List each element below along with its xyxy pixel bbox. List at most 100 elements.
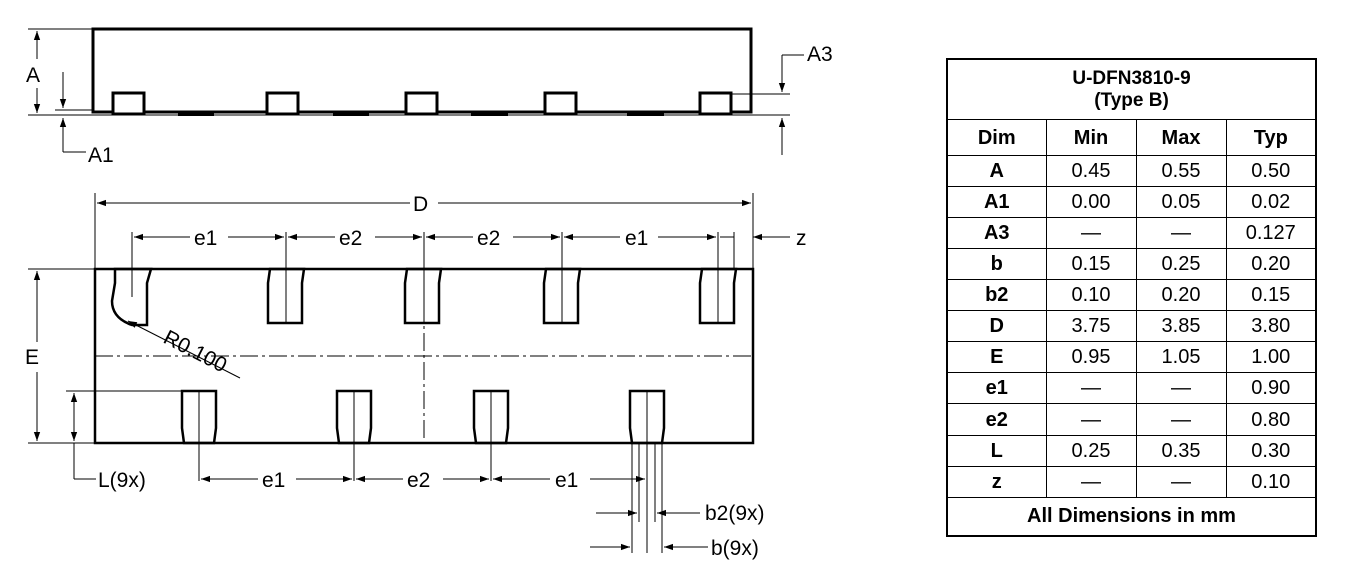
- max-cell: 0.55: [1135, 155, 1227, 188]
- typ-cell: 0.80: [1225, 403, 1317, 436]
- side-terminal: [265, 91, 300, 116]
- label-e1-bottom-right: e1: [555, 469, 578, 492]
- max-cell: 0.05: [1135, 186, 1227, 219]
- max-cell: —: [1135, 465, 1227, 498]
- typ-cell: 0.50: [1225, 155, 1317, 188]
- typ-cell: 0.90: [1225, 372, 1317, 405]
- header-max: Max: [1135, 119, 1227, 157]
- side-terminal: [111, 91, 146, 116]
- min-cell: 0.15: [1045, 248, 1137, 281]
- dim-cell: E: [946, 341, 1047, 374]
- table-title-row: U-DFN3810-9 (Type B): [946, 58, 1317, 121]
- table-row: A3——0.127: [946, 217, 1317, 250]
- dim-cell: z: [946, 465, 1047, 498]
- max-cell: 1.05: [1135, 341, 1227, 374]
- typ-cell: 0.10: [1225, 465, 1317, 498]
- label-radius: R0.100: [160, 326, 231, 377]
- max-cell: —: [1135, 372, 1227, 405]
- max-cell: 0.35: [1135, 434, 1227, 467]
- header-typ: Typ: [1225, 119, 1317, 157]
- bottom-pad-2: [335, 389, 373, 445]
- dim-cell: D: [946, 310, 1047, 343]
- min-cell: 0.95: [1045, 341, 1137, 374]
- bottom-pad-3: [472, 389, 510, 445]
- label-e1-top-right: e1: [625, 227, 648, 250]
- typ-cell: 0.02: [1225, 186, 1317, 219]
- table-header-row: Dim Min Max Typ: [946, 119, 1317, 157]
- min-cell: 0.10: [1045, 279, 1137, 312]
- label-z: z: [796, 227, 807, 250]
- dim-cell: b: [946, 248, 1047, 281]
- side-terminal: [543, 91, 578, 116]
- table-row: e1——0.90: [946, 372, 1317, 405]
- min-cell: —: [1045, 217, 1137, 250]
- label-A: A: [26, 64, 40, 87]
- top-pad-4: [542, 267, 582, 325]
- header-dim: Dim: [946, 119, 1047, 157]
- dim-cell: b2: [946, 279, 1047, 312]
- dim-cell: L: [946, 434, 1047, 467]
- table-footer: All Dimensions in mm: [946, 496, 1317, 537]
- max-cell: 3.85: [1135, 310, 1227, 343]
- package-type: (Type B): [1094, 89, 1169, 111]
- min-cell: 3.75: [1045, 310, 1137, 343]
- min-cell: 0.00: [1045, 186, 1137, 219]
- top-pad-1: [110, 267, 153, 327]
- dim-cell: A3: [946, 217, 1047, 250]
- typ-cell: 0.30: [1225, 434, 1317, 467]
- bottom-view: D e1 e2 e2 e1 z E R0.100 L(9x) e1 e2 e1 …: [25, 193, 807, 560]
- label-L: L(9x): [98, 469, 146, 492]
- table-title: U-DFN3810-9 (Type B): [946, 58, 1317, 121]
- label-e1-bottom-left: e1: [262, 469, 285, 492]
- label-D: D: [413, 193, 428, 216]
- table-row: e2——0.80: [946, 403, 1317, 436]
- min-cell: —: [1045, 403, 1137, 436]
- typ-cell: 1.00: [1225, 341, 1317, 374]
- label-b2: b2(9x): [705, 502, 765, 525]
- label-e2-bottom: e2: [407, 469, 430, 492]
- typ-cell: 0.15: [1225, 279, 1317, 312]
- label-b: b(9x): [711, 537, 759, 560]
- label-E: E: [25, 346, 39, 369]
- min-cell: 0.25: [1045, 434, 1137, 467]
- top-pad-2: [266, 267, 306, 325]
- bottom-pad-1: [180, 389, 218, 445]
- dim-cell: e1: [946, 372, 1047, 405]
- min-cell: 0.45: [1045, 155, 1137, 188]
- max-cell: —: [1135, 217, 1227, 250]
- dim-cell: e2: [946, 403, 1047, 436]
- typ-cell: 0.20: [1225, 248, 1317, 281]
- table-footer-row: All Dimensions in mm: [946, 496, 1317, 537]
- max-cell: 0.20: [1135, 279, 1227, 312]
- dim-cell: A: [946, 155, 1047, 188]
- typ-cell: 0.127: [1225, 217, 1317, 250]
- max-cell: 0.25: [1135, 248, 1227, 281]
- package-outline-drawing: A A1 A3: [25, 27, 833, 560]
- label-A1: A1: [88, 144, 114, 167]
- side-view: A A1 A3: [26, 27, 833, 167]
- label-e2-top-left: e2: [339, 227, 362, 250]
- top-pad-3: [403, 267, 443, 325]
- label-e1-top-left: e1: [194, 227, 217, 250]
- radius-leader: [127, 320, 241, 379]
- header-min: Min: [1045, 119, 1137, 157]
- package-name: U-DFN3810-9: [1072, 67, 1191, 89]
- label-e2-top-right: e2: [477, 227, 500, 250]
- label-A3: A3: [807, 43, 833, 66]
- side-terminal: [404, 91, 439, 116]
- min-cell: —: [1045, 372, 1137, 405]
- min-cell: —: [1045, 465, 1137, 498]
- typ-cell: 3.80: [1225, 310, 1317, 343]
- side-terminal: [698, 91, 733, 116]
- table-row: z——0.10: [946, 465, 1317, 498]
- dim-cell: A1: [946, 186, 1047, 219]
